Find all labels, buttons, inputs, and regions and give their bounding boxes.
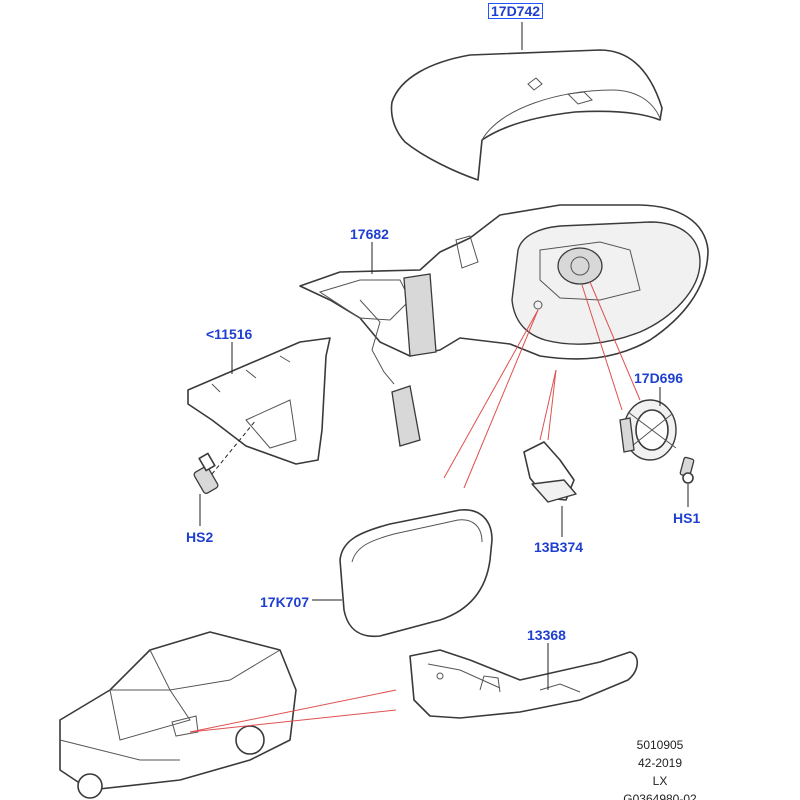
footer-code-4: G0364980-02 — [623, 792, 697, 800]
footer-code-1: 5010905 — [636, 738, 684, 752]
screw-hs1-part — [679, 456, 695, 484]
bracket-part — [187, 337, 331, 475]
footer-code-3: LX — [652, 774, 668, 788]
callout-mirror-cover[interactable]: 17D742 — [488, 3, 544, 19]
callout-indicator-lamp[interactable]: 13368 — [527, 627, 566, 643]
mirror-glass-part — [339, 509, 493, 638]
callout-mirror-housing[interactable]: 17682 — [350, 226, 389, 242]
callout-leaders — [199, 22, 689, 690]
callout-actuator[interactable]: 17D696 — [634, 370, 684, 386]
mirror-cover-part — [390, 49, 663, 181]
screw-hs2-part — [193, 452, 219, 494]
callout-clip[interactable]: 13B374 — [534, 539, 584, 555]
callout-bracket[interactable]: <11516 — [206, 326, 253, 342]
footer-code-2: 42-2019 — [637, 756, 683, 770]
callout-screw-hs1[interactable]: HS1 — [673, 510, 701, 526]
vehicle-locator-illustration — [59, 631, 297, 799]
callout-mirror-glass[interactable]: 17K707 — [260, 594, 310, 610]
indicator-lamp-part — [409, 649, 639, 719]
clip-part — [523, 441, 577, 503]
callout-screw-hs2[interactable]: HS2 — [186, 529, 214, 545]
actuator-part — [619, 399, 677, 461]
red-reference-lines — [189, 281, 641, 733]
